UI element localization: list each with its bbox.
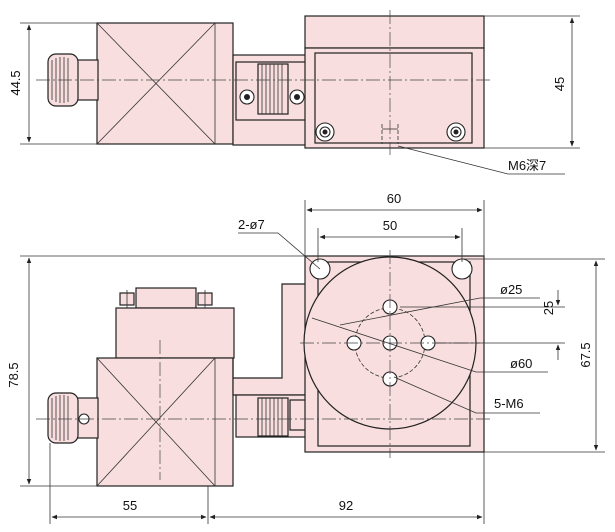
bottom-motor-body — [96, 357, 234, 487]
callout-m6-depth: M6深7 — [508, 158, 546, 173]
callout-5-threads: 5-M6 — [494, 396, 524, 411]
dim-45: 45 — [552, 77, 567, 91]
dim-25: 25 — [541, 301, 556, 315]
top-coupling-spring — [261, 64, 283, 114]
bottom-top-connector — [115, 287, 235, 359]
top-view: 44.5 45 M6深7 — [8, 10, 580, 175]
top-stage-block — [304, 15, 485, 49]
dim-78-5: 78.5 — [6, 362, 21, 387]
dim-60: 60 — [387, 191, 401, 206]
bottom-cable-connector — [47, 392, 99, 444]
bottom-view: 60 50 2-ø7 ø25 25 ø60 67.5 5-M6 78.5 — [6, 191, 605, 524]
top-motor-body — [96, 22, 234, 145]
callout-2-holes: 2-ø7 — [238, 217, 265, 232]
dim-92: 92 — [339, 498, 353, 513]
dim-bore-25: ø25 — [500, 282, 522, 297]
dim-44-5: 44.5 — [8, 70, 23, 95]
dim-50: 50 — [383, 218, 397, 233]
dim-67-5: 67.5 — [578, 342, 593, 367]
dim-55: 55 — [123, 498, 137, 513]
dim-platform-60: ø60 — [510, 356, 532, 371]
